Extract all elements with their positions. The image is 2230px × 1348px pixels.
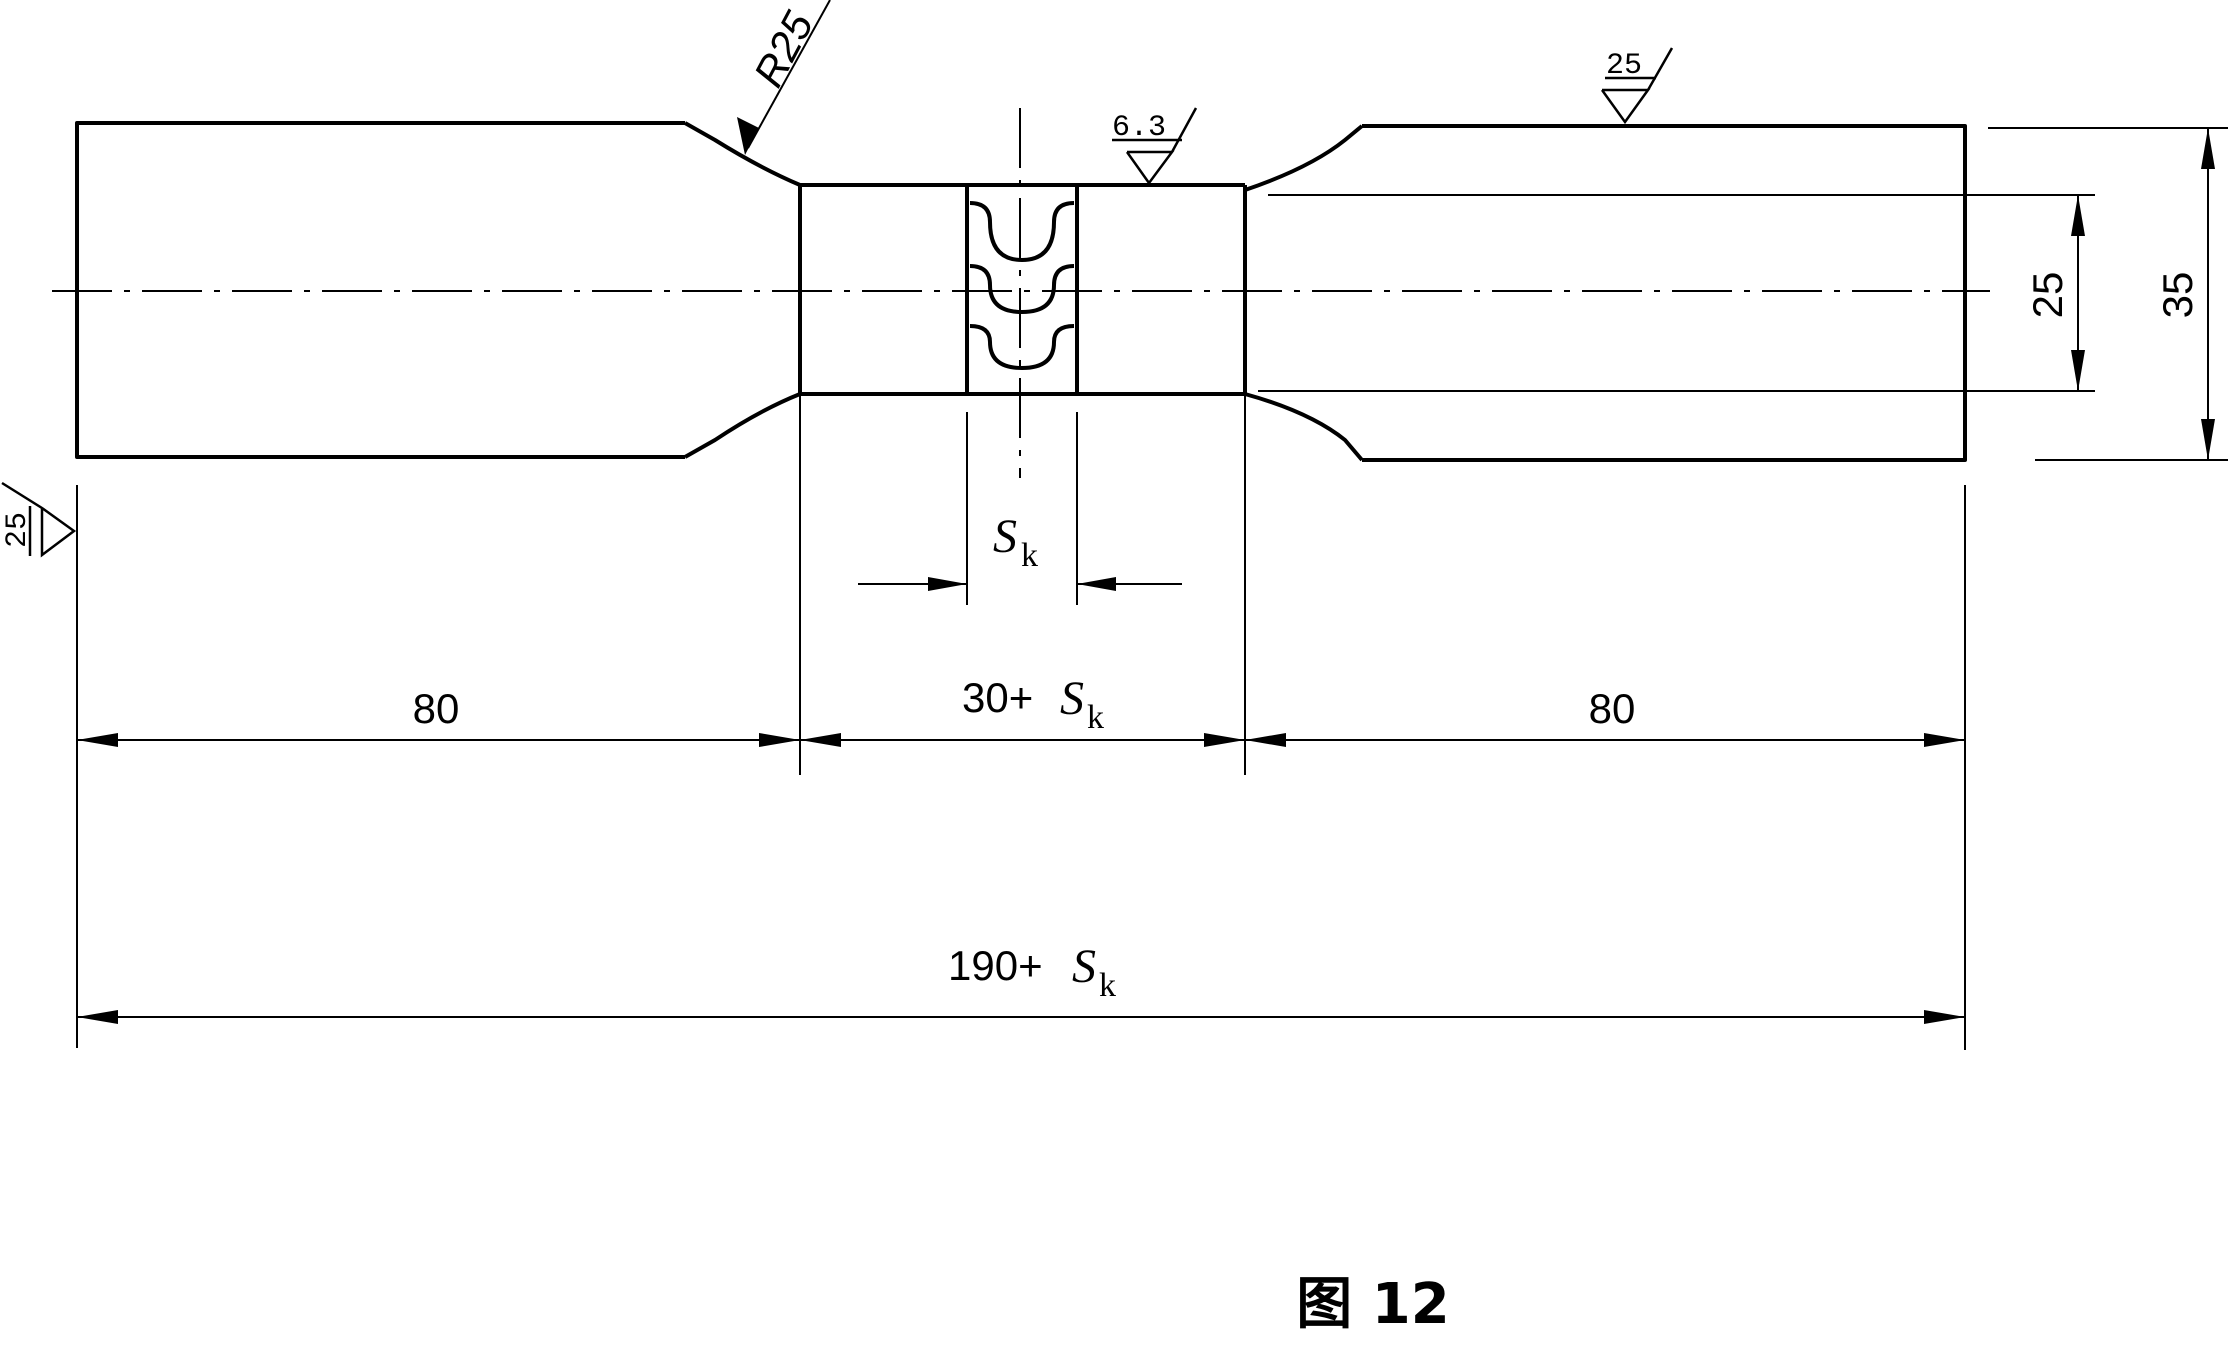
- roughness-middle-value: 6.3: [1112, 111, 1166, 145]
- dim-gauge-width-25: 25: [2024, 272, 2071, 319]
- dim-middle-number: 30+: [962, 674, 1033, 721]
- dim-weld-gap: S k: [993, 510, 1038, 574]
- dim-total-length: 190+ S k: [948, 940, 1116, 1004]
- dim-fillet-radius: R25: [744, 4, 822, 95]
- figure-caption: 图 12: [1296, 1272, 1449, 1337]
- right-grip-outline: [1362, 124, 1967, 462]
- roughness-symbol-left: 25: [1, 481, 77, 558]
- dim-middle-length: 30+ S k: [962, 672, 1104, 736]
- roughness-symbol-top-right: 25: [1600, 47, 1674, 125]
- dim-total-number: 190+: [948, 942, 1043, 989]
- roughness-left-value: 25: [1, 512, 35, 548]
- right-top-fillet: [1244, 124, 1364, 192]
- weld-zone: [965, 185, 1079, 394]
- left-top-fillet: [684, 121, 801, 187]
- dim-weld-gap-sub: k: [1021, 537, 1038, 574]
- dim-total-sk: S: [1072, 940, 1096, 993]
- weld-bead-1: [969, 201, 1075, 262]
- weld-bead-3: [969, 324, 1075, 370]
- dim-right-80: 80: [1589, 685, 1636, 732]
- left-bottom-fillet: [684, 392, 801, 459]
- weld-bead-2: [969, 264, 1075, 314]
- dim-left-80: 80: [413, 685, 460, 732]
- dim-middle-sk-sub: k: [1087, 699, 1104, 736]
- right-bottom-fillet: [1244, 392, 1364, 462]
- dim-grip-width-35: 35: [2154, 272, 2201, 319]
- dimension-lines: [77, 0, 2215, 1024]
- roughness-top-right-value: 25: [1606, 49, 1642, 83]
- dim-middle-sk: S: [1060, 672, 1084, 725]
- dim-weld-gap-symbol: S: [993, 510, 1017, 563]
- dim-total-sk-sub: k: [1099, 967, 1116, 1004]
- roughness-symbol-middle: 6.3: [1112, 107, 1198, 186]
- extension-lines: [76, 127, 2228, 1050]
